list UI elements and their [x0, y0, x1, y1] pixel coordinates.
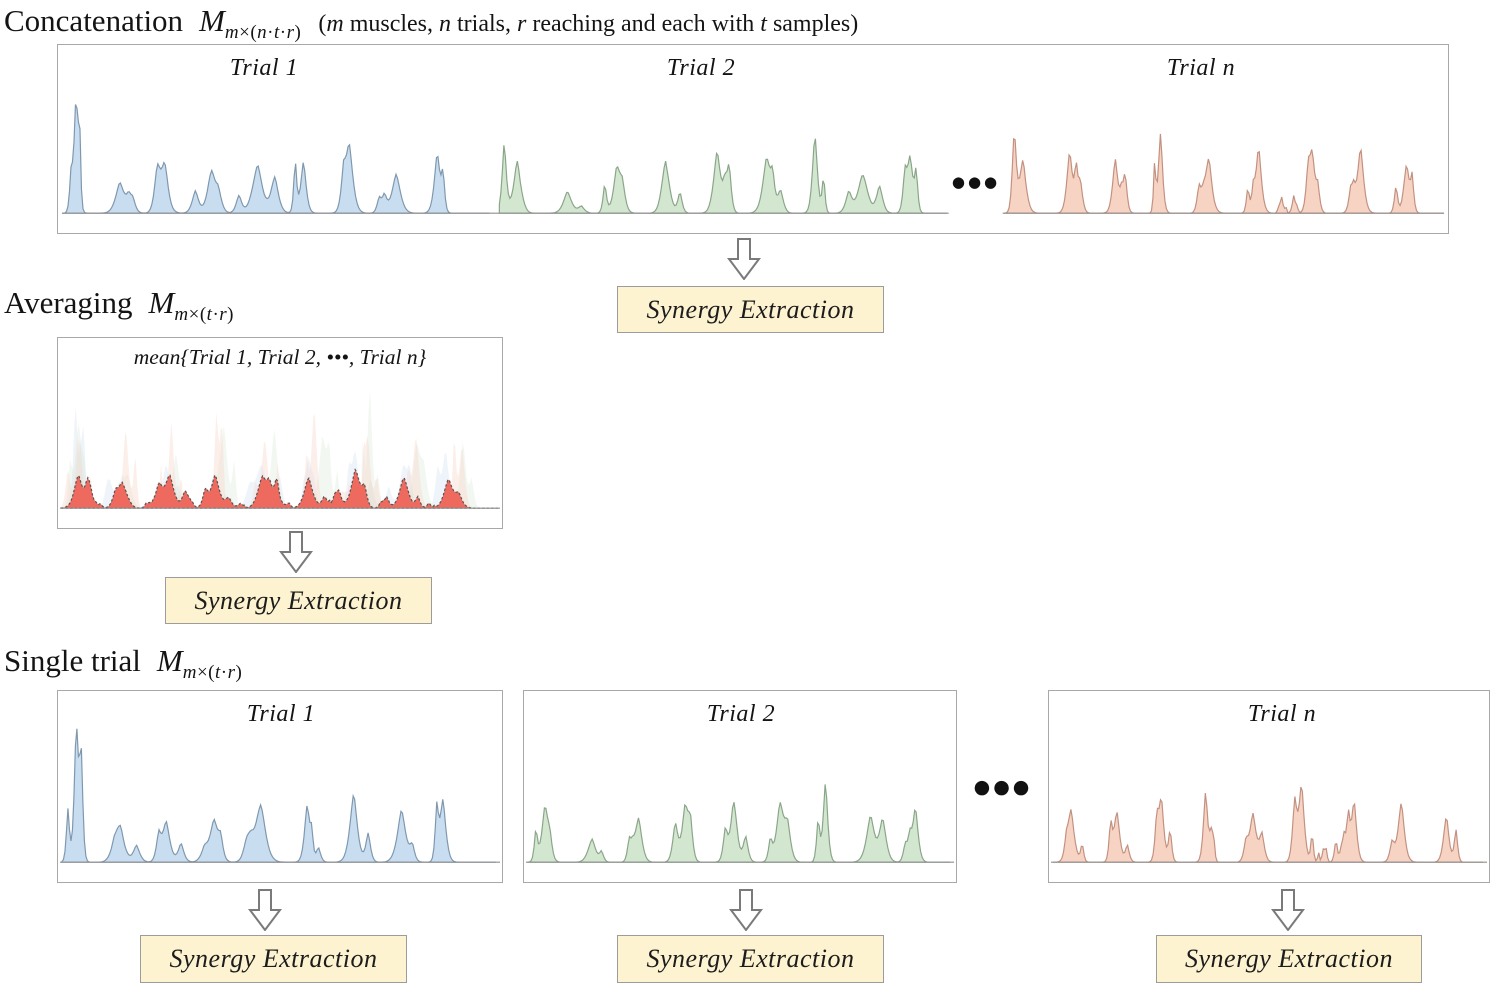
single-trial-1-panel: Trial 1: [57, 690, 503, 883]
down-arrow-icon: [729, 889, 763, 931]
ellipsis-dots: ●●●: [951, 173, 1001, 191]
concatenation-note: (m muscles, n trials, r reaching and eac…: [318, 11, 859, 37]
trial-1-label: Trial 1: [229, 55, 299, 81]
mean-trials-label: mean{Trial 1, Trial 2, •••, Trial n}: [133, 345, 427, 369]
averaging-matrix-notation: Mm×(t·r): [148, 285, 234, 326]
synergy-extraction-box-averaging: Synergy Extraction: [165, 577, 432, 624]
concatenation-waveform-svg: [61, 104, 1445, 214]
trial-2-label: Trial 2: [666, 55, 736, 81]
averaging-waveform-svg: [59, 390, 501, 509]
trial-n-label: Trial n: [1166, 55, 1236, 81]
down-arrow-icon: [248, 889, 282, 931]
averaging-panel: mean{Trial 1, Trial 2, •••, Trial n}: [57, 337, 503, 529]
trial-n-waveform-svg: [1050, 786, 1488, 863]
trial-2-label: Trial 2: [706, 701, 776, 727]
single-trial-label: Single trial: [4, 643, 141, 678]
concatenation-panel: Trial 1 Trial 2 Trial n ●●●: [57, 44, 1449, 234]
single-trial-2-panel: Trial 2: [523, 690, 957, 883]
synergy-extraction-box-trial2: Synergy Extraction: [617, 935, 884, 983]
ellipsis-dots: ●●●: [973, 776, 1033, 798]
synergy-extraction-box-trialn: Synergy Extraction: [1156, 935, 1422, 983]
trial-1-label: Trial 1: [246, 701, 316, 727]
single-trial-matrix-notation: Mm×(t·r): [156, 643, 243, 684]
down-arrow-icon: [727, 238, 761, 280]
trial-1-waveform-svg: [59, 728, 501, 863]
section-title-concatenation: Concatenation Mm×(n·t·r) (m muscles, n tri…: [4, 2, 858, 52]
concatenation-label: Concatenation: [4, 3, 184, 38]
single-trial-n-panel: Trial n: [1048, 690, 1490, 883]
concatenation-matrix-notation: Mm×(n·t·r): [199, 3, 302, 44]
down-arrow-icon: [1271, 889, 1305, 931]
section-title-single-trial: Single trial Mm×(t·r): [4, 642, 242, 692]
down-arrow-icon: [279, 531, 313, 573]
trial-2-waveform-svg: [525, 784, 955, 863]
synergy-extraction-box-trial1: Synergy Extraction: [140, 935, 407, 983]
synergy-extraction-box-concatenation: Synergy Extraction: [617, 286, 884, 333]
averaging-label: Averaging: [4, 285, 133, 320]
trial-n-label: Trial n: [1247, 701, 1317, 727]
section-title-averaging: Averaging Mm×(t·r): [4, 284, 234, 334]
